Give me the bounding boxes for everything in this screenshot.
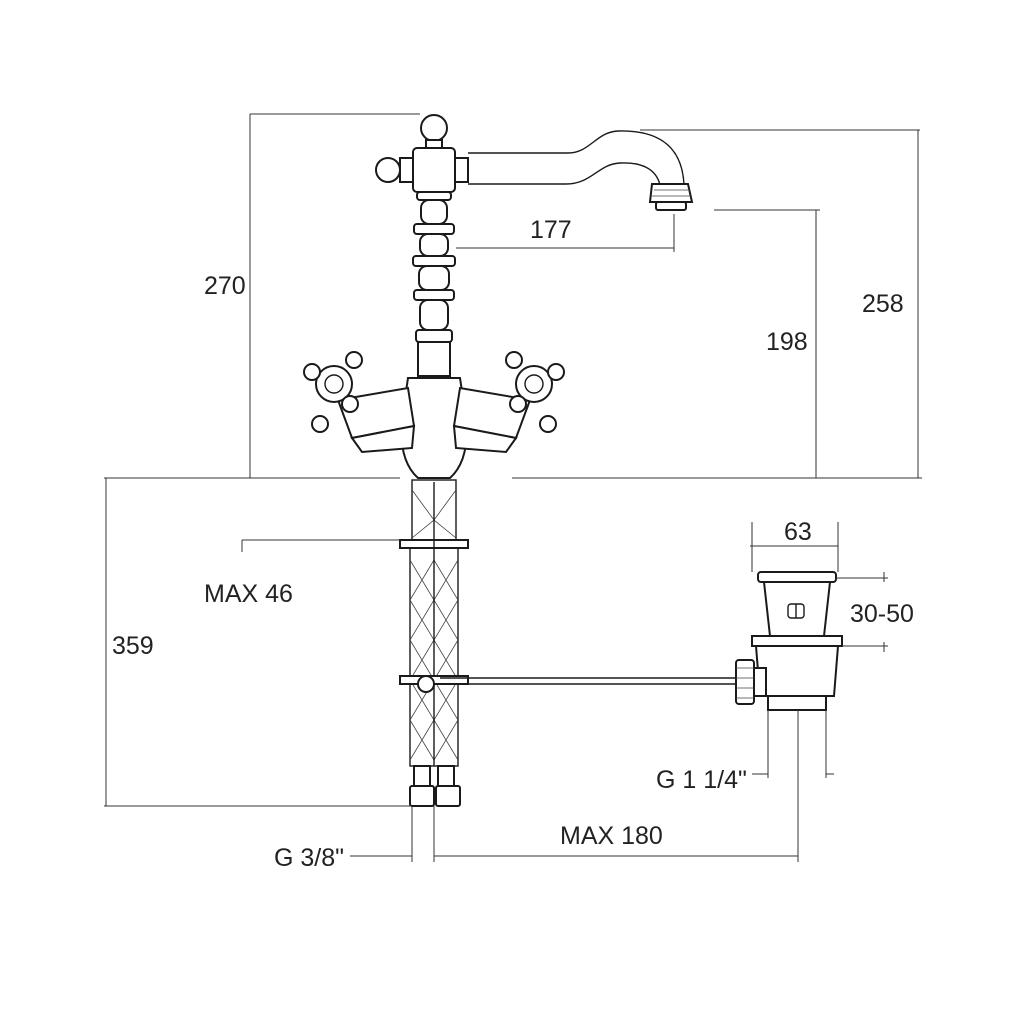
label-spout-outlet-height: 198 (766, 328, 808, 356)
waste-assembly (735, 571, 843, 711)
dimension-spout-reach (456, 214, 675, 252)
dimension-spout-outlet-height (714, 209, 820, 478)
label-overall-height: 270 (204, 272, 246, 300)
dimension-deck-thickness (241, 539, 400, 552)
dimension-overall-height (249, 113, 420, 478)
label-max-deck-thickness: MAX 46 (204, 580, 293, 608)
flexible-hoses (399, 479, 469, 807)
dimension-rod-length (434, 710, 799, 862)
label-spout-reach: 177 (530, 216, 572, 244)
label-waste-range: 30-50 (850, 600, 914, 628)
label-rod-length: MAX 180 (560, 822, 663, 850)
dimension-waste-range (836, 572, 888, 652)
pop-up-rod (399, 675, 736, 693)
faucet-spout (468, 130, 694, 211)
dimension-inlet-thread (350, 806, 435, 862)
label-waste-diameter: 63 (784, 518, 812, 546)
dimension-spout-top-height (640, 129, 920, 478)
dimension-waste-diameter (750, 522, 839, 572)
label-waste-thread: G 1 1/4" (656, 766, 747, 794)
dimension-waste-thread (752, 710, 834, 778)
dimension-hose-length (104, 477, 412, 807)
right-cross-handle (452, 351, 565, 454)
label-hose-length: 359 (112, 632, 154, 660)
label-inlet-thread: G 3/8" (274, 844, 344, 872)
label-spout-top-height: 258 (862, 290, 904, 318)
left-cross-handle (303, 351, 416, 454)
